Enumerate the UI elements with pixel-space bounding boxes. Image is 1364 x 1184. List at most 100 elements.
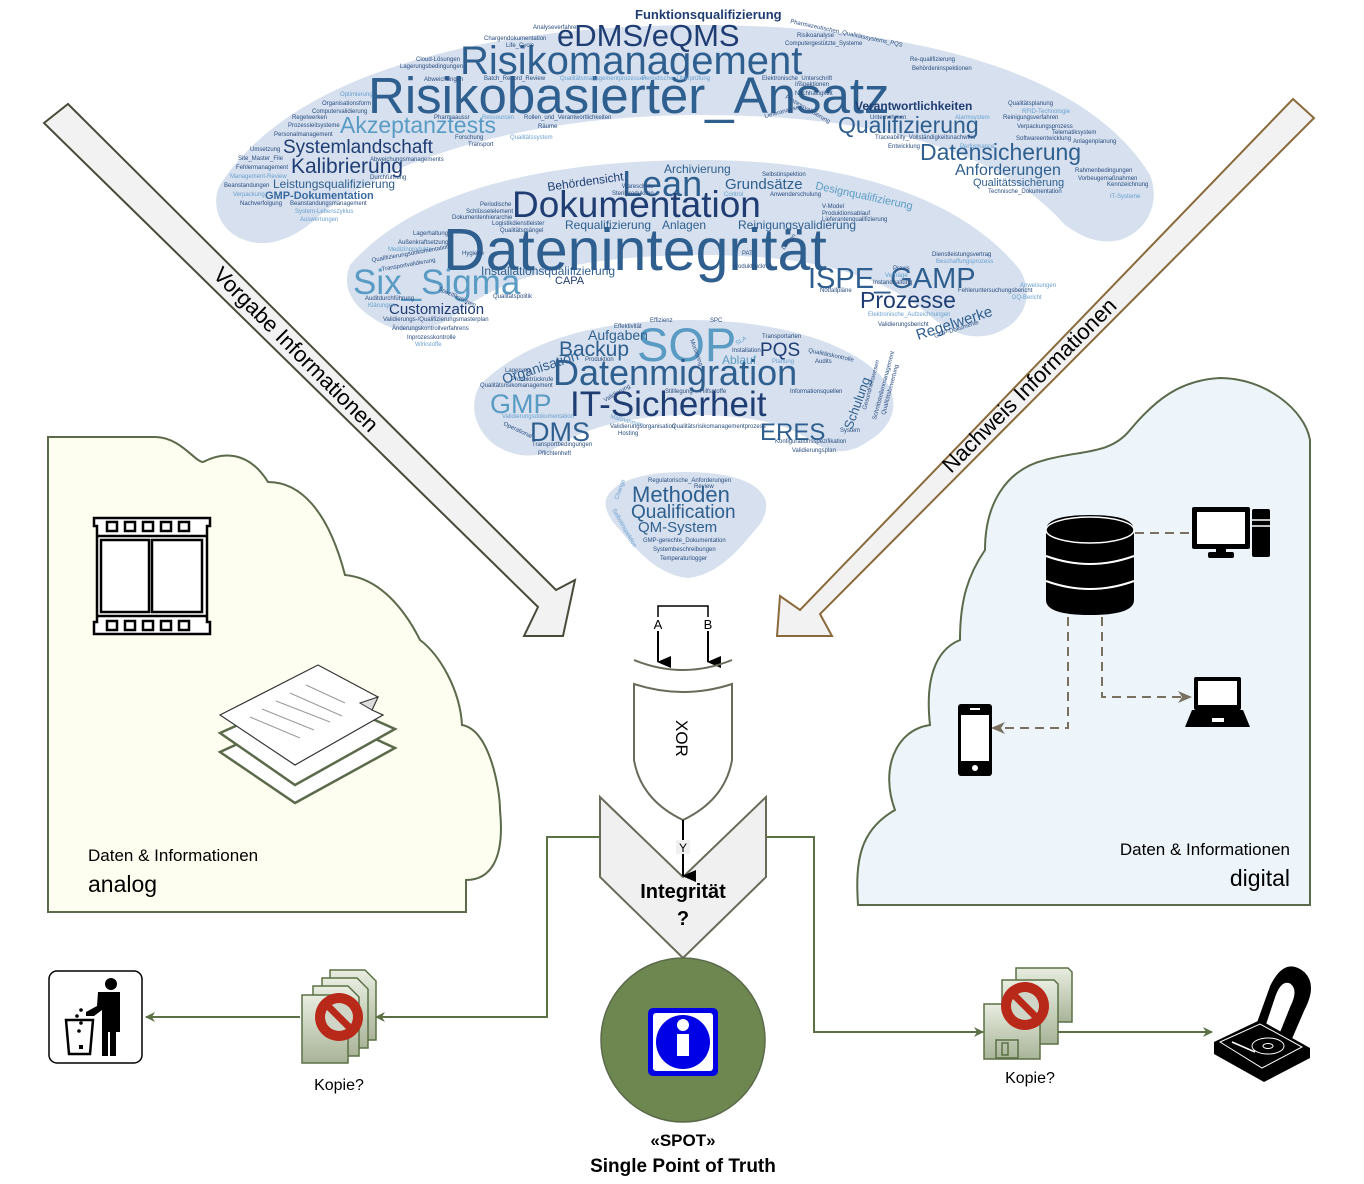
word: Datenmigration bbox=[553, 352, 797, 393]
word: Entwicklung bbox=[888, 144, 920, 150]
word: Funktionsqualifizierung bbox=[635, 7, 782, 22]
word: Selbstinspektion bbox=[762, 172, 806, 178]
word: Installationsqualifizierung bbox=[481, 264, 615, 278]
word: Leistungsqualifizierung bbox=[273, 177, 395, 191]
word: Risikomanagement bbox=[460, 39, 802, 83]
db-connectors bbox=[991, 532, 1192, 734]
word: Batch_Record_Review bbox=[484, 76, 546, 82]
wordcloud-band-2 bbox=[346, 160, 1027, 337]
decision-question: ? bbox=[677, 908, 689, 930]
wordcloud: Funktionsqualifizierung eDMS/eQMS Risiko… bbox=[216, 7, 1154, 578]
decision-label: Integrität bbox=[640, 881, 726, 903]
word: Reinigungsvalidierung bbox=[738, 218, 856, 232]
word: Qualitätspolitik bbox=[493, 294, 533, 300]
word: System-Lebenszyklus bbox=[295, 209, 353, 215]
word: Forschung bbox=[455, 135, 483, 141]
word: Qualitätsrisikomanagementprozess bbox=[672, 424, 766, 430]
word: Vorbeugemaßnahmen bbox=[1078, 176, 1137, 182]
word: Nachhaltigkeit bbox=[795, 91, 833, 97]
word: Rollen_und_Verantwortlichkeiten bbox=[524, 115, 611, 121]
word: Lagerhaltung bbox=[413, 231, 448, 237]
word: Validierungsdokumentation bbox=[502, 414, 574, 420]
word: Pflichtenheft bbox=[538, 451, 571, 457]
right-copy-label: Kopie? bbox=[1005, 1070, 1055, 1087]
word: GMP-Dokumentation bbox=[265, 190, 374, 202]
spot-node: «SPOT» Single Point of Truth bbox=[590, 957, 776, 1177]
spot-label: «SPOT» bbox=[650, 1131, 715, 1150]
word: Praxis bbox=[893, 266, 910, 272]
magnet-hard-drive-icon[interactable] bbox=[1214, 965, 1312, 1082]
spot-description: Single Point of Truth bbox=[590, 1156, 776, 1177]
word: QM-System bbox=[638, 519, 717, 536]
word: Nachverfolgung bbox=[240, 201, 282, 207]
laptop-icon bbox=[1185, 677, 1250, 727]
word: Systembeschreibungen bbox=[653, 547, 716, 553]
word: Qualifizierung bbox=[838, 112, 979, 138]
word: Aufgaben bbox=[588, 327, 648, 343]
word: Beanstandungsmanagement bbox=[290, 201, 367, 207]
word: Anlagenplanung bbox=[1073, 139, 1116, 145]
xor-label: XOR bbox=[672, 720, 691, 757]
word: Unternehmen bbox=[870, 115, 906, 121]
word: Qualification bbox=[631, 502, 736, 523]
word: Effektivität bbox=[614, 324, 642, 330]
word: Cloud-Lösungen bbox=[416, 57, 460, 63]
digital-data-cloud bbox=[856, 376, 1311, 906]
word: Anwenderschulung bbox=[770, 192, 821, 198]
integrity-decision: Y Integrität ? bbox=[599, 794, 767, 960]
word: Technische_Dokumentation bbox=[988, 189, 1062, 195]
db-to-laptop-connector bbox=[1101, 617, 1192, 703]
word: Informationsquellen bbox=[790, 389, 842, 395]
word: Optimierung bbox=[340, 92, 373, 98]
word: Periodische bbox=[480, 202, 512, 208]
word: Prozessleitsysteme bbox=[288, 123, 340, 129]
word: Sterilproduktion bbox=[612, 191, 654, 197]
word: Produktionsablauf bbox=[822, 211, 870, 217]
prohibited-document-copies-icon bbox=[301, 969, 377, 1064]
word: Lagerungsbedingungen bbox=[400, 64, 463, 70]
word: Ablauf bbox=[722, 353, 757, 367]
word: Anweisungen bbox=[1020, 283, 1056, 289]
word: Datensicherung bbox=[920, 139, 1081, 165]
word: Ressourcen bbox=[482, 115, 514, 121]
left-copy-label: Kopie? bbox=[314, 1077, 364, 1094]
connector-to-right-copy bbox=[766, 836, 984, 1037]
word: Klärungen bbox=[368, 303, 395, 309]
word: Computergestützte_Systeme bbox=[785, 41, 863, 47]
trash-bin-icon[interactable] bbox=[48, 970, 143, 1064]
xor-input-a: A bbox=[654, 617, 663, 632]
word: Reinigungsverfahren bbox=[1003, 115, 1058, 121]
word: GMP bbox=[490, 389, 552, 419]
word: Hygiene bbox=[462, 251, 485, 257]
digital-cloud-title: Daten & Informationen bbox=[1120, 840, 1290, 859]
desktop-computer-icon bbox=[1192, 507, 1270, 558]
word: Verpackung bbox=[233, 192, 265, 198]
word: Elektronische_Aufzeichnungen bbox=[868, 312, 950, 318]
word: Verantwortlichkeiten bbox=[855, 99, 972, 113]
word: Kalibrierung bbox=[291, 155, 403, 178]
smartphone-icon bbox=[958, 704, 992, 776]
word: Archivierung bbox=[664, 162, 731, 176]
word: Datenintegrität bbox=[443, 217, 827, 283]
info-icon bbox=[648, 1008, 718, 1076]
prohibited-floppy-copies-icon bbox=[983, 967, 1073, 1060]
word: Rahmenbedingungen bbox=[1075, 168, 1132, 174]
database-icon bbox=[1045, 515, 1135, 615]
word: Temperaturlogger bbox=[660, 556, 707, 562]
word: Abweichungen bbox=[424, 77, 463, 83]
word: Dokumentation bbox=[512, 184, 761, 225]
word: CAPA bbox=[555, 275, 585, 287]
word: PAT bbox=[742, 251, 753, 257]
word: Lean bbox=[622, 163, 702, 204]
digital-cloud-subtitle: digital bbox=[1230, 865, 1290, 891]
word: Umsetzung bbox=[250, 147, 280, 153]
word: Risikoanalyse bbox=[797, 33, 835, 39]
word: IT-Systeme bbox=[1110, 194, 1141, 200]
word: Qualitätssicherung bbox=[973, 177, 1064, 189]
label-bg bbox=[676, 840, 690, 854]
wordcloud-band-4 bbox=[605, 472, 767, 578]
word: Validierungs-/Qualifizierungsmasterplan bbox=[383, 317, 489, 323]
word: Verpackungsprozess bbox=[1017, 124, 1073, 130]
word: Abweichungsmanagements bbox=[370, 157, 444, 163]
word: Grundsätze bbox=[725, 176, 803, 193]
